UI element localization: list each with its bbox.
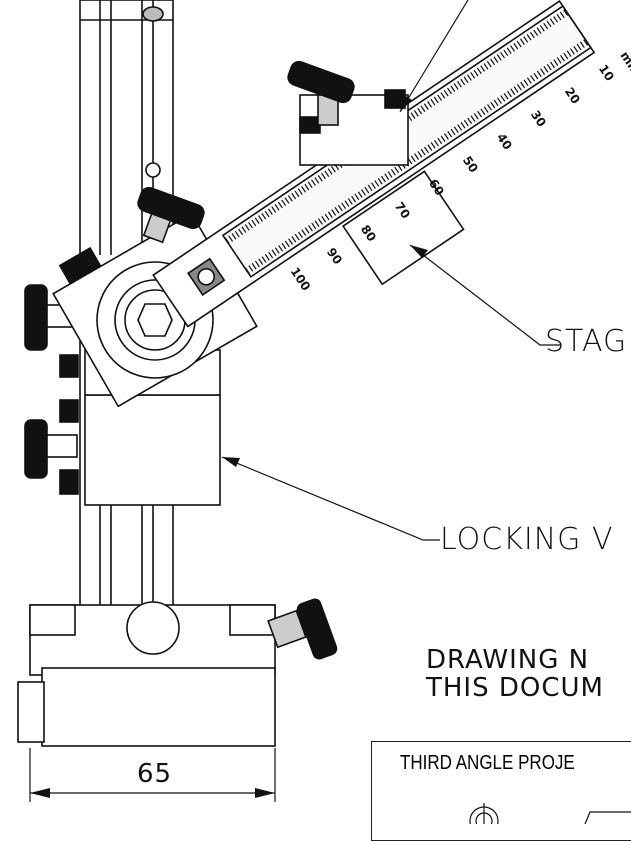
ruler-number: 10 (596, 62, 617, 84)
ruler-number: 20 (562, 85, 583, 107)
base (17, 598, 338, 747)
locking-label: LOCKING V (440, 522, 614, 557)
ruler-number: 50 (460, 154, 481, 176)
title-block: THIRD ANGLE PROJE (371, 741, 631, 841)
ruler-number: 30 (528, 108, 549, 130)
projection-symbol (469, 803, 631, 824)
ruler-number: 40 (494, 131, 515, 153)
ruler-number: 100 (288, 265, 314, 294)
title-block-heading: THIRD ANGLE PROJE (400, 752, 575, 774)
stage-label: STAG (545, 324, 628, 359)
note-line-1: DRAWING N (426, 645, 590, 675)
ruler-unit: mm (618, 49, 631, 78)
upper-clamp (287, 60, 409, 166)
technical-drawing: 10 20 30 40 50 60 70 80 90 100 mm (17, 0, 631, 824)
leader-lines (221, 0, 560, 541)
note-line-2: THIS DOCUM (426, 673, 604, 703)
left-knobs (24, 246, 107, 495)
ruler-number: 90 (324, 245, 345, 267)
dimension-value: 65 (137, 759, 173, 789)
